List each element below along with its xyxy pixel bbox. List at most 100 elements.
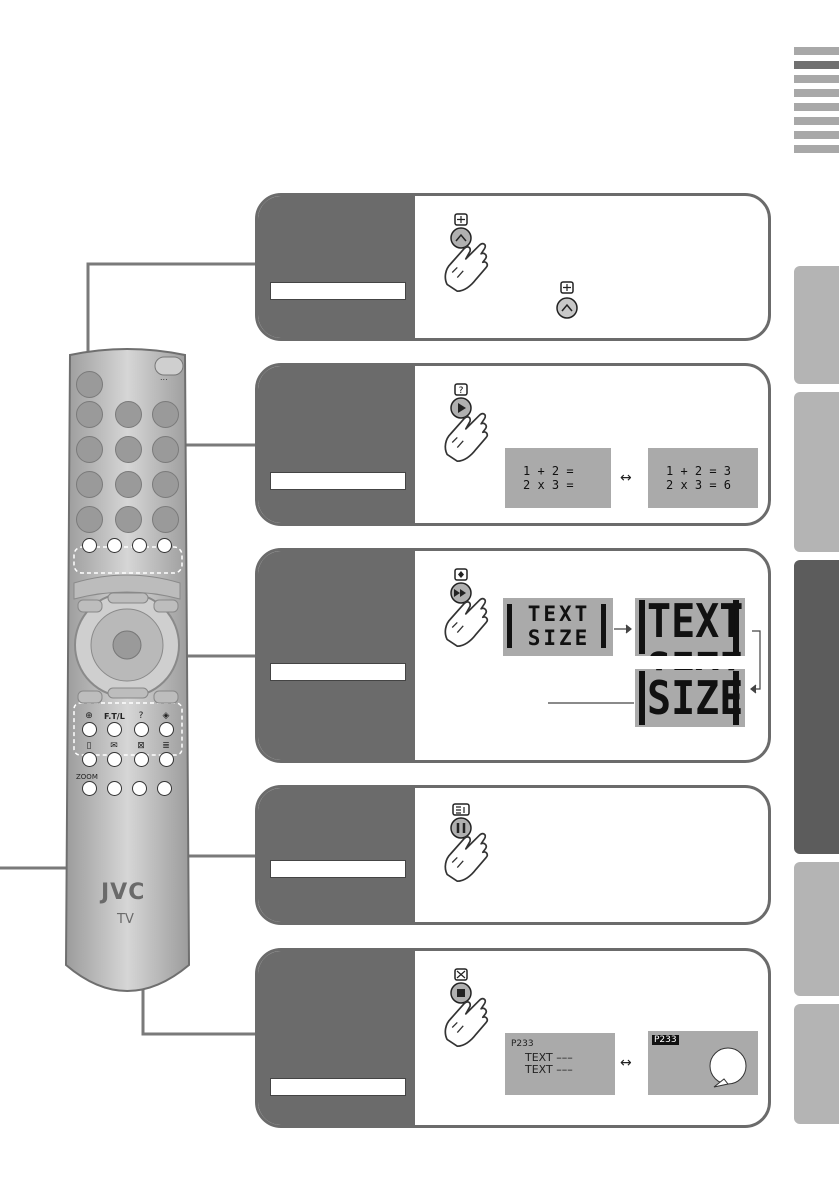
size-normal-screen: TEXT SIZE [503, 598, 613, 656]
screen-line: 2 x 3 = [523, 478, 574, 492]
index-icon: ≣ [162, 741, 170, 751]
screen-line: TEXT ––– [525, 1051, 573, 1064]
tab-strip [794, 117, 839, 125]
section-tab [794, 392, 839, 552]
question-icon: ? [138, 711, 144, 721]
device-label: TV [117, 912, 134, 927]
svg-text:?: ? [459, 386, 464, 396]
section-tab [794, 1004, 839, 1124]
panel-caption-box [270, 663, 406, 681]
panel-caption-box [270, 1078, 406, 1096]
hand-icon [444, 803, 489, 883]
page-screen: P233 TEXT ––– TEXT ––– [505, 1033, 615, 1095]
panel-side [258, 366, 415, 523]
zoom-label: ZOOM [76, 773, 98, 781]
green-button[interactable] [107, 538, 122, 553]
waiting-bubble-icon [709, 1047, 747, 1088]
cancel-icon: ⊠ [137, 741, 145, 751]
panel-side [258, 551, 415, 760]
tab-strip-active [794, 61, 839, 69]
screen-before: 1 + 2 = 2 x 3 = [505, 448, 611, 508]
screen-line: TEXT ––– [525, 1063, 573, 1076]
section-tab [794, 862, 839, 996]
number-button[interactable] [152, 401, 179, 428]
cycle-arrows [548, 624, 761, 704]
book-icon: ▯ [86, 741, 92, 751]
cancelled-screen: P233 [648, 1031, 758, 1095]
tab-strip [794, 75, 839, 83]
panel-side [258, 788, 415, 922]
function-button[interactable] [107, 781, 122, 796]
number-button[interactable] [115, 471, 142, 498]
panel-side [258, 196, 415, 338]
section-tab [794, 266, 839, 384]
rewind-button[interactable] [107, 722, 122, 737]
hand-icon [444, 568, 489, 648]
panel-side [258, 951, 415, 1125]
brand-logo: JVC [101, 880, 146, 905]
size-text-line: TEXT [647, 669, 743, 679]
tab-strip [794, 47, 839, 55]
number-button[interactable] [115, 436, 142, 463]
size-text-line: TEXT [647, 598, 744, 649]
text-hold-icon: ⊕ [85, 711, 93, 721]
screen-after: 1 + 2 = 3 2 x 3 = 6 [648, 448, 758, 508]
panel-size: TEXT SIZE TEXT SIZE TEXT SIZE [255, 548, 771, 763]
power-button[interactable] [76, 371, 103, 398]
panel-caption-box [270, 472, 406, 490]
tab-strip [794, 145, 839, 153]
function-button[interactable] [157, 781, 172, 796]
number-button[interactable] [76, 471, 103, 498]
blue-button[interactable] [157, 538, 172, 553]
screen-line: 1 + 2 = 3 [666, 464, 732, 478]
tab-strip [794, 89, 839, 97]
hand-icon: ? [444, 383, 489, 463]
number-button[interactable] [76, 401, 103, 428]
screen-line: 1 + 2 = [523, 464, 574, 478]
swap-arrow-icon: ↔ [620, 470, 632, 486]
ftl-label: F.T/L [104, 712, 125, 721]
stop-button[interactable] [134, 752, 149, 767]
size-top-screen: TEXT SIZE [635, 598, 745, 656]
number-button[interactable] [152, 506, 179, 533]
hand-icon [444, 968, 489, 1048]
size-button[interactable] [159, 722, 174, 737]
yellow-button[interactable] [132, 538, 147, 553]
size-text-line: SIZE [527, 626, 591, 650]
size-text-line: TEXT [527, 602, 591, 626]
down-button[interactable] [82, 752, 97, 767]
panel-caption-box [270, 282, 406, 300]
panel-caption-box [270, 860, 406, 878]
mail-icon: ✉ [110, 741, 118, 751]
section-tab-active [794, 560, 839, 854]
tab-strip [794, 131, 839, 139]
number-button[interactable] [152, 436, 179, 463]
swap-arrow-icon: ↔ [620, 1055, 632, 1071]
pause-button[interactable] [159, 752, 174, 767]
function-button[interactable] [132, 781, 147, 796]
panel-cancel: P233 TEXT ––– TEXT ––– ↔ P233 [255, 948, 771, 1128]
number-button[interactable] [76, 506, 103, 533]
hold-button[interactable] [82, 722, 97, 737]
menu-button-label: ... [160, 373, 168, 382]
number-button[interactable] [115, 401, 142, 428]
text-size-icon: ◈ [162, 711, 170, 721]
zoom-button[interactable] [82, 781, 97, 796]
panel-index [255, 785, 771, 925]
size-bottom-screen: TEXT SIZE [635, 669, 745, 727]
tab-strip [794, 103, 839, 111]
record-button[interactable] [107, 752, 122, 767]
page-number: P233 [652, 1035, 679, 1045]
size-text-line: SIZE [647, 672, 744, 726]
reveal-button[interactable] [134, 722, 149, 737]
hold-key-icon [556, 281, 578, 319]
red-button[interactable] [82, 538, 97, 553]
number-button[interactable] [152, 471, 179, 498]
panel-hold [255, 193, 771, 341]
size-text-line: SIZE [647, 646, 743, 656]
panel-reveal: ? 1 + 2 = 2 x 3 = ↔ 1 + 2 = 3 2 x 3 = 6 [255, 363, 771, 526]
number-button[interactable] [115, 506, 142, 533]
number-button[interactable] [76, 436, 103, 463]
page-number: P233 [511, 1039, 534, 1049]
hand-icon [444, 213, 489, 293]
